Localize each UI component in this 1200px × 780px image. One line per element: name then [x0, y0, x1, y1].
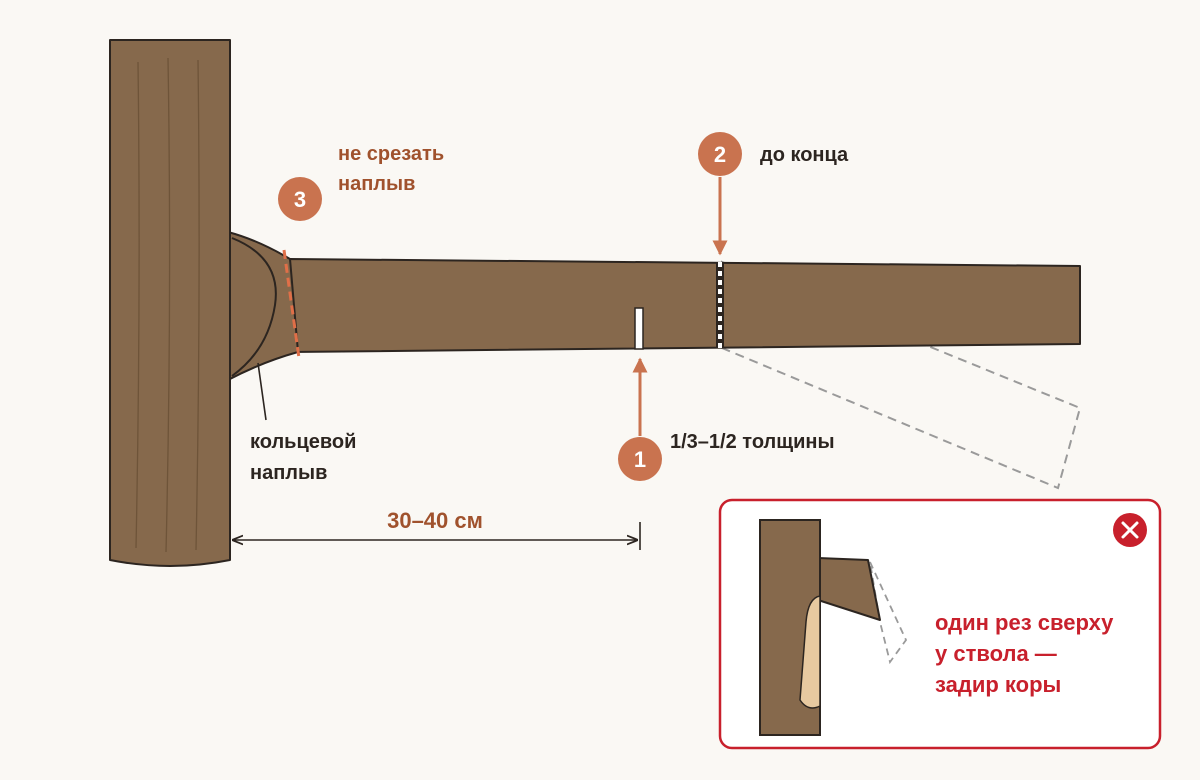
- collar-leader-line: [257, 362, 267, 421]
- step-2-badge: 2: [698, 132, 742, 176]
- step-3-badge: 3: [278, 177, 322, 221]
- step-1-label: 1/3–1/2 толщины: [670, 431, 835, 453]
- step-3-label-line-2: наплыв: [338, 173, 415, 195]
- collar-label-line-2: наплыв: [250, 462, 327, 484]
- wrong-text-line-3: задир коры: [935, 672, 1061, 697]
- branch-collar-ridge: [231, 237, 277, 377]
- cut-2-slot: [716, 262, 724, 348]
- close-icon: [1113, 513, 1147, 547]
- collar-label-line-1: кольцевой: [250, 431, 356, 453]
- step-1-badge: 1: [618, 437, 662, 481]
- cut-3-line: [282, 249, 301, 359]
- wrong-method-box: один рез сверху у ствола — задир коры: [718, 498, 1162, 750]
- step-3-number: 3: [294, 187, 306, 212]
- distance-label: 30–40 см: [387, 508, 483, 533]
- step-2-number: 2: [714, 142, 726, 167]
- trunk-grain: [135, 57, 200, 553]
- bark-tear: [799, 595, 821, 709]
- wrong-text-line-1: один рез сверху: [935, 610, 1114, 635]
- branch-collar: [227, 231, 299, 381]
- step-2-label: до конца: [760, 144, 849, 166]
- wrong-text-line-2: у ствола —: [935, 641, 1057, 666]
- branch: [289, 258, 1081, 353]
- step-1-number: 1: [634, 447, 646, 472]
- cut-1-slot: [634, 307, 644, 350]
- step-3-label-line-1: не срезать: [338, 143, 444, 165]
